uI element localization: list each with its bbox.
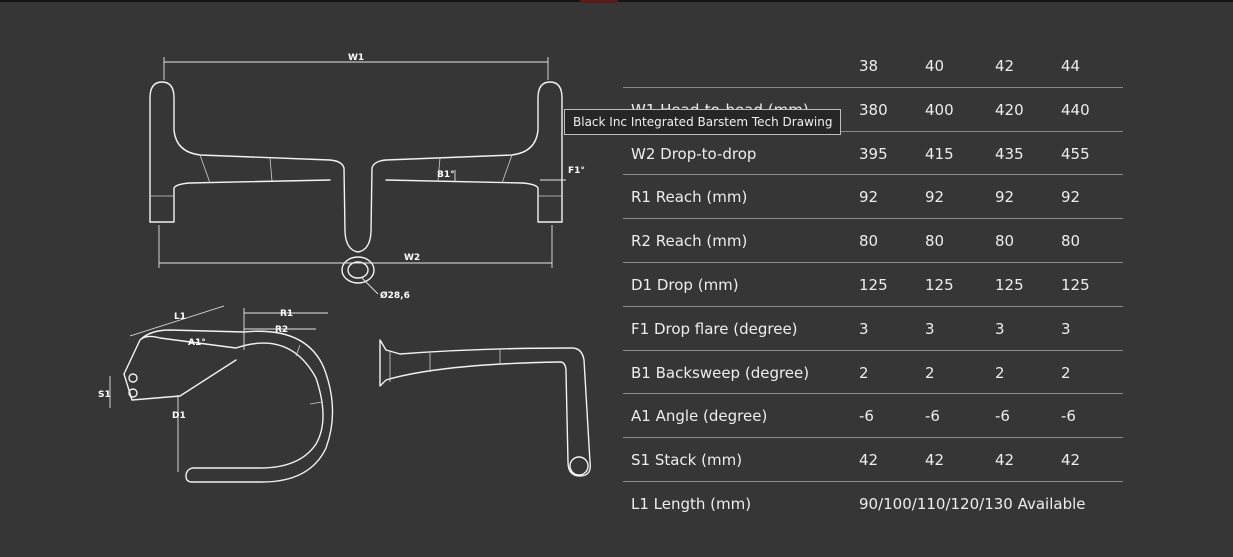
bar-detail-line [269, 157, 273, 182]
active-tab-indicator [580, 0, 618, 3]
row-label: W2 Drop-to-drop [631, 144, 757, 163]
row-value: 2 [995, 363, 1005, 382]
l1-label: L1 [174, 312, 186, 322]
table-row-s1: S1 Stack (mm) 42 42 42 42 [623, 438, 1123, 482]
row-value: 125 [925, 275, 954, 294]
size-header-40: 40 [925, 57, 945, 75]
table-header-row: 38 40 42 44 [623, 44, 1123, 88]
row-value: 2 [1061, 363, 1071, 382]
row-value: 80 [925, 232, 945, 251]
side-detail-line [295, 344, 301, 357]
row-label: S1 Stack (mm) [631, 451, 743, 470]
table-row-f1: F1 Drop flare (degree) 3 3 3 3 [623, 307, 1123, 351]
table-row-w2: W2 Drop-to-drop 395 415 435 455 [623, 132, 1123, 176]
row-value: 3 [925, 319, 935, 338]
table-row-l1: L1 Length (mm) 90/100/110/120/130 Availa… [623, 482, 1123, 525]
row-value: -6 [1061, 407, 1076, 426]
row-value: 125 [995, 275, 1024, 294]
front-view-drawing: W1 Ø28,6 B1° F1° W2 [149, 53, 585, 301]
table-row-b1: B1 Backsweep (degree) 2 2 2 2 [623, 351, 1123, 395]
row-label: B1 Backsweep (degree) [631, 363, 810, 382]
table-row-d1: D1 Drop (mm) 125 125 125 125 [623, 263, 1123, 307]
steerer-clamp [341, 256, 375, 284]
tech-drawing: W1 Ø28,6 B1° F1° W2 [98, 53, 591, 483]
side-detail-line [309, 401, 323, 405]
w2-label: W2 [404, 253, 420, 263]
row-value: -6 [859, 407, 874, 426]
w1-label: W1 [348, 53, 364, 63]
bar-end-circle [569, 456, 589, 476]
row-label: R2 Reach (mm) [631, 232, 748, 251]
row-value: 455 [1061, 144, 1090, 163]
s1-label: S1 [98, 390, 111, 400]
row-value: 92 [1061, 188, 1081, 207]
image-tooltip: Black Inc Integrated Barstem Tech Drawin… [564, 109, 842, 135]
row-value: 2 [859, 363, 869, 382]
row-value: 395 [859, 144, 888, 163]
row-value: 125 [1061, 275, 1090, 294]
row-value: 125 [859, 275, 888, 294]
row-value: 435 [995, 144, 1024, 163]
side-bar-outline [123, 329, 334, 483]
row-value: 3 [1061, 319, 1071, 338]
row-value: 3 [859, 319, 869, 338]
row-value: 440 [1061, 100, 1090, 119]
f1-label: F1° [568, 166, 585, 176]
row-value: 92 [859, 188, 879, 207]
r1-label: R1 [280, 309, 293, 319]
row-value: 42 [995, 451, 1015, 470]
row-value: -6 [995, 407, 1010, 426]
side-stem-outline [123, 359, 237, 401]
b1-label: B1° [437, 170, 455, 180]
size-header-44: 44 [1061, 57, 1081, 75]
row-value: 400 [925, 100, 954, 119]
size-header-42: 42 [995, 57, 1015, 75]
row-label: D1 Drop (mm) [631, 275, 739, 294]
row-value: -6 [925, 407, 940, 426]
table-row-a1: A1 Angle (degree) -6 -6 -6 -6 [623, 394, 1123, 439]
row-label: L1 Length (mm) [631, 494, 752, 513]
d1-label: D1 [172, 411, 186, 421]
bar-outline-lower [149, 179, 563, 223]
row-value: 42 [1061, 451, 1081, 470]
bar-detail-line [199, 154, 211, 184]
diameter-label: Ø28,6 [380, 290, 410, 301]
row-value: 415 [925, 144, 954, 163]
top-view-drawing [379, 339, 591, 477]
row-value: 3 [995, 319, 1005, 338]
a1-label: A1° [188, 338, 206, 348]
row-value: 2 [925, 363, 935, 382]
bar-outline-outer [149, 81, 563, 253]
row-value: 80 [995, 232, 1015, 251]
row-value: 80 [1061, 232, 1081, 251]
diameter-leader [361, 277, 379, 295]
l1-dimension-line [129, 305, 225, 337]
stem-bolt-top [128, 373, 138, 383]
row-label: F1 Drop flare (degree) [631, 319, 798, 338]
row-value: 80 [859, 232, 879, 251]
row-value: 42 [859, 451, 879, 470]
row-value-available-lengths: 90/100/110/120/130 Available [859, 494, 1086, 513]
r2-label: R2 [275, 325, 288, 335]
row-value: 42 [925, 451, 945, 470]
bar-detail-line [501, 154, 513, 184]
row-value: 380 [859, 100, 888, 119]
bar-detail-line [437, 157, 441, 182]
row-label: A1 Angle (degree) [631, 407, 768, 426]
top-bar-outline [379, 339, 591, 477]
row-value: 92 [925, 188, 945, 207]
table-row-r2: R2 Reach (mm) 80 80 80 80 [623, 219, 1123, 263]
side-view-drawing: L1 R1 R2 A1° S1 D1 [98, 305, 334, 483]
row-value: 92 [995, 188, 1015, 207]
row-value: 420 [995, 100, 1024, 119]
steerer-tube [347, 261, 369, 279]
size-header-38: 38 [859, 57, 879, 75]
row-label: R1 Reach (mm) [631, 188, 748, 207]
table-row-r1: R1 Reach (mm) 92 92 92 92 [623, 175, 1123, 220]
stem-bolt-bottom [128, 388, 138, 398]
